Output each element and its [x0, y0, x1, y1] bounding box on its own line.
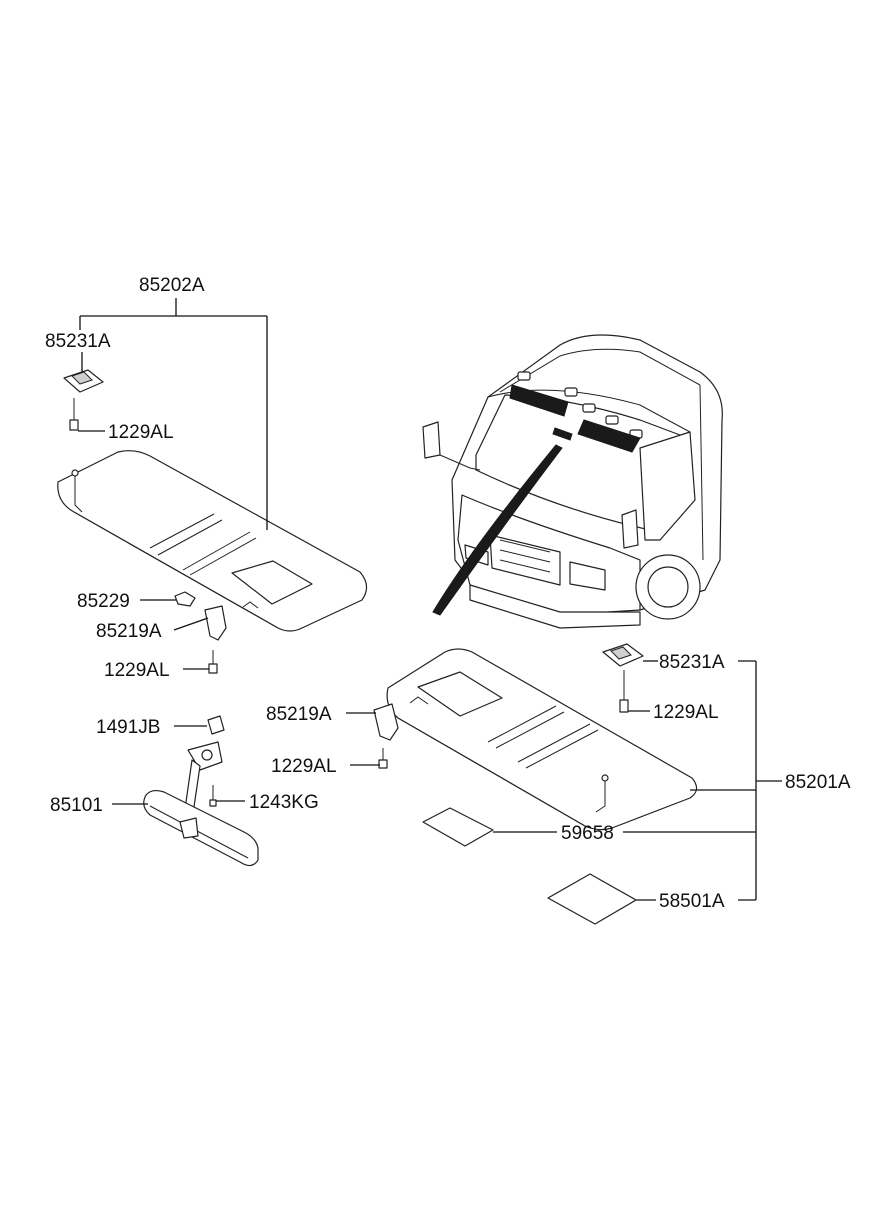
label-1243KG: 1243KG — [249, 792, 319, 813]
label-85231A-right: 85231A — [659, 652, 725, 673]
label-85229: 85229 — [77, 591, 130, 612]
label-1491JB: 1491JB — [96, 717, 160, 738]
label-1229AL-right-top: 1229AL — [653, 702, 719, 723]
label-1229AL-left-bottom: 1229AL — [104, 660, 170, 681]
left-sun-visor-assembly — [57, 369, 368, 674]
inside-rear-view-mirror — [143, 715, 259, 867]
label-sheet-59658 — [422, 807, 494, 847]
truck-cab-illustration — [422, 334, 723, 629]
label-58501A: 58501A — [659, 891, 725, 912]
label-85202A: 85202A — [139, 275, 205, 296]
label-sheet-58501A — [547, 873, 637, 925]
right-sun-visor-assembly — [373, 643, 698, 831]
label-85231A-left: 85231A — [45, 331, 111, 352]
label-85201A: 85201A — [785, 772, 851, 793]
label-1229AL-right-bottom: 1229AL — [271, 756, 337, 777]
label-85219A-right: 85219A — [266, 704, 332, 725]
label-59658: 59658 — [561, 823, 614, 844]
label-85101: 85101 — [50, 795, 103, 816]
leader-lines — [78, 298, 782, 901]
label-85219A-left: 85219A — [96, 621, 162, 642]
label-1229AL-left-top: 1229AL — [108, 422, 174, 443]
